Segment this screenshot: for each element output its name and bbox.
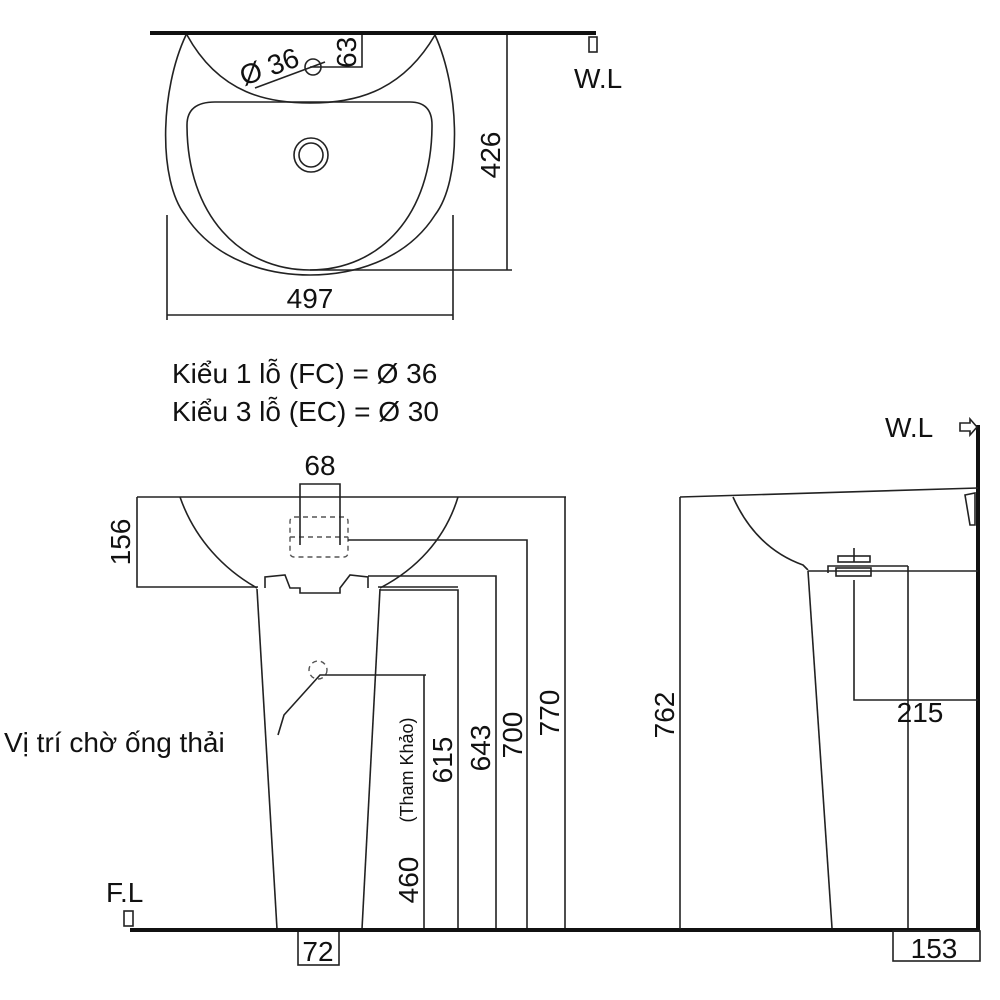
drain-pipe-icon xyxy=(308,660,328,680)
front-view: 68 156 Vị trí chờ ống thải 460 (Tham Khả… xyxy=(4,450,566,967)
wall-level-marker-icon xyxy=(588,36,598,53)
base-dim-box-side xyxy=(892,930,981,962)
tap-deck-arc xyxy=(186,34,436,104)
dim-tap-spacing: 68 xyxy=(304,450,335,481)
basin-outline xyxy=(164,34,456,276)
pedestal-profile xyxy=(807,570,833,929)
dim-643: 643 xyxy=(465,725,496,772)
pedestal-left xyxy=(256,588,278,930)
dim-depth: 426 xyxy=(475,132,506,179)
wall-level-label: W.L xyxy=(574,63,622,94)
note-three-hole: Kiểu 3 lỗ (EC) = Ø 30 xyxy=(172,396,439,427)
dim-615: 615 xyxy=(427,737,458,784)
wall-level-label-side: W.L xyxy=(885,412,933,443)
dim-hole-diameter: Ø 36 xyxy=(235,42,303,92)
bowl-right xyxy=(379,496,459,589)
wall-level-arrow-icon xyxy=(959,416,979,438)
drain-outer-icon xyxy=(293,137,329,173)
dim-700: 700 xyxy=(497,712,528,759)
drain-inner-icon xyxy=(298,142,324,168)
dim-770: 770 xyxy=(534,690,565,737)
bowl-profile xyxy=(732,496,809,571)
dim-drain-height: 460 xyxy=(393,857,424,904)
dim-reference-note: (Tham Khảo) xyxy=(397,717,417,822)
dim-side-height: 762 xyxy=(649,692,680,739)
side-view: W.L 762 215 153 xyxy=(649,412,981,964)
floor-level-marker-icon xyxy=(123,910,134,927)
note-one-hole: Kiểu 1 lỗ (FC) = Ø 36 xyxy=(172,358,437,389)
top-view: Ø 36 63 497 426 W.L xyxy=(150,31,622,320)
wall-bracket-icon xyxy=(964,492,976,526)
floor-level-label: F.L xyxy=(106,877,143,908)
bowl-outline xyxy=(186,101,433,271)
bowl-left xyxy=(179,496,258,589)
dim-hole-offset: 63 xyxy=(331,37,362,68)
dim-base-front: 72 xyxy=(302,936,333,967)
pedestal-right xyxy=(361,588,381,930)
dim-width: 497 xyxy=(287,283,334,314)
drain-fitting-icon xyxy=(835,567,872,577)
drain-position-label: Vị trí chờ ống thải xyxy=(4,727,225,758)
dim-bowl-height: 156 xyxy=(105,519,136,566)
dim-drain-offset: 215 xyxy=(897,697,944,728)
dim-base-side: 153 xyxy=(911,933,958,964)
